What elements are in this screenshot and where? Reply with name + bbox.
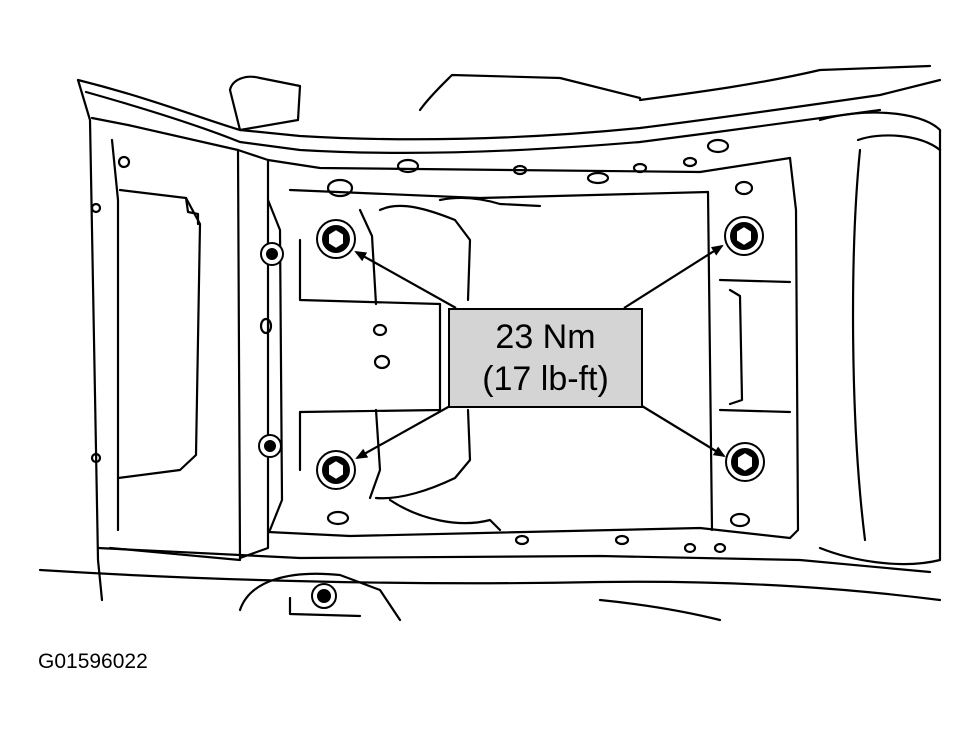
arrow-to-bolt-top-left — [354, 251, 457, 309]
lower-subframe — [238, 572, 402, 622]
top-mid-tab — [418, 73, 642, 112]
bolt-bottom-left — [316, 450, 356, 490]
left-side-panel — [76, 78, 104, 602]
frame-hole-6 — [706, 138, 730, 154]
right-side-inner-curve — [851, 148, 867, 542]
arrow-to-bolt-bottom-right — [641, 405, 726, 458]
left-hole-3 — [90, 452, 102, 464]
inner-cable — [388, 498, 502, 532]
top-right-curve — [638, 64, 932, 102]
frame-hole-4 — [632, 162, 648, 174]
frame-hole-14 — [514, 534, 530, 546]
crossmember-bottom-outer — [96, 546, 932, 574]
bolt-bottom-right — [725, 442, 765, 482]
frame-hole-3 — [586, 171, 610, 185]
bolts — [258, 216, 765, 609]
bolt-top-right — [724, 216, 764, 256]
torque-spec-imperial: (17 lb-ft) — [482, 360, 609, 398]
inner-cable-top — [438, 196, 542, 208]
left-side-panel-inner — [90, 116, 242, 562]
nut-lower-subframe — [311, 583, 337, 609]
body-top-edge — [76, 78, 942, 141]
left-panel-cutout — [236, 148, 270, 560]
bolt-top-left — [316, 219, 356, 259]
right-panel-edge — [788, 156, 800, 540]
mid-left-curve-low — [374, 408, 472, 500]
torque-spec-metric: 23 Nm — [495, 318, 596, 356]
left-support — [266, 198, 284, 532]
nut-left-upper — [260, 242, 284, 266]
right-side-panel-inner — [856, 134, 942, 152]
frame-hole-7 — [326, 178, 354, 198]
crossmember-top-inner — [288, 188, 710, 200]
frame-hole-10 — [373, 354, 391, 370]
left-hole-2 — [90, 202, 102, 214]
arrow-to-bolt-bottom-left — [355, 405, 451, 459]
lower-subframe-2 — [288, 596, 362, 618]
floor-line-lower — [38, 568, 942, 602]
leader-arrows — [354, 244, 726, 459]
left-support-inner — [298, 238, 442, 472]
frame-hole-1 — [396, 158, 420, 174]
right-mid-box — [728, 288, 744, 406]
frame-hole-5 — [682, 156, 698, 168]
frame-hole-8 — [734, 180, 754, 196]
nut-left-lower — [258, 434, 282, 458]
figure-id: G01596022 — [38, 650, 148, 673]
frame-hole-2 — [512, 164, 528, 176]
arrow-to-bolt-top-right — [623, 244, 724, 309]
mid-left-plate — [358, 208, 382, 500]
right-support-inner — [718, 278, 792, 414]
lower-right-edge — [598, 598, 722, 622]
left-inner-box — [116, 188, 202, 480]
frame-hole-16 — [683, 542, 697, 554]
left-inner-box-2 — [184, 196, 200, 226]
torque-spec-callout: 23 Nm (17 lb-ft) — [448, 308, 643, 408]
crossmember-bottom — [266, 526, 792, 540]
left-hole-1 — [117, 155, 131, 169]
left-side-inner-edge — [110, 138, 120, 532]
right-side-panel — [818, 111, 942, 566]
frame-hole-17 — [713, 542, 727, 554]
frame-hole-12 — [729, 512, 751, 528]
crossmember-top — [266, 156, 792, 174]
frame-hole-9 — [372, 323, 388, 337]
frame-hole-15 — [614, 534, 630, 546]
frame-hole-11 — [259, 317, 273, 335]
right-support — [706, 190, 714, 532]
mid-left-curve — [378, 204, 472, 302]
body-top-edge-inner — [84, 90, 882, 154]
frame-hole-13 — [326, 510, 350, 526]
top-left-tab — [228, 75, 302, 132]
